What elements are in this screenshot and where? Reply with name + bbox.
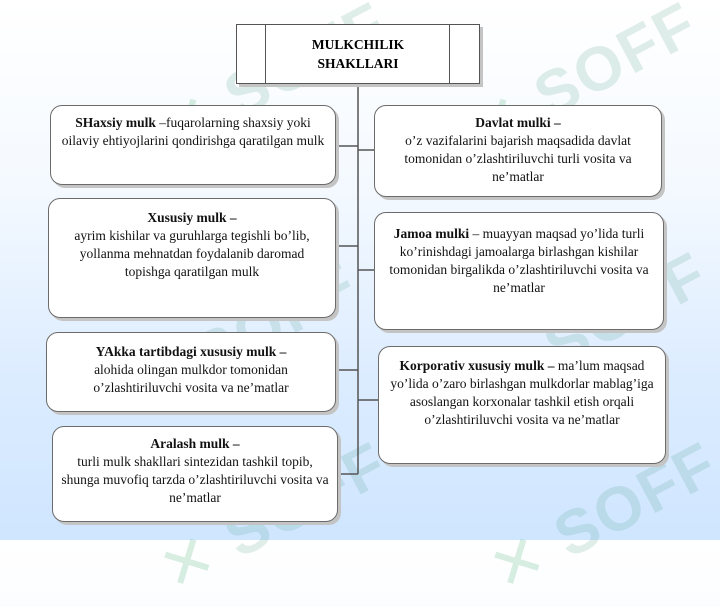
aralash-mulk-box: Aralash mulk – turli mulk shakllari sint… [52,426,338,522]
diagram-title: MULKCHILIK SHAKLLARI [311,37,405,71]
connector-lines [336,84,378,475]
box-separator: – [469,226,483,241]
korporativ-mulk-box: Korporativ xususiy mulk – ma’lum maqsad … [378,346,666,464]
davlat-mulki-box: Davlat mulki – o’z vazifalarini bajarish… [374,105,662,197]
box-description: o’z vazifalarini bajarish maqsadida davl… [404,133,632,184]
box-description: ayrim kishilar va guruhlarga tegishli bo… [74,228,310,279]
box-description: ma’lum maqsad yo’lida o’zaro birlashgan … [390,358,654,427]
xususiy-mulk-box: Xususiy mulk – ayrim kishilar va guruhla… [48,198,336,318]
box-description: fuqarolarning shaxsiy yoki oilaviy ehtiy… [61,115,325,148]
box-description: turli mulk shakllari sintezidan tashkil … [61,454,329,505]
box-term: Xususiy mulk – [147,210,237,225]
title-box-divider [265,25,266,83]
box-term: Aralash mulk – [150,436,240,451]
box-description: muayyan maqsad yo’lida turli ko’rinishda… [389,226,649,295]
box-separator: – [155,115,167,130]
shaxsiy-mulk-box: SHaxsiy mulk –fuqarolarning shaxsiy yoki… [50,105,336,185]
title-box-divider [449,25,450,83]
box-term: Jamoa mulki [393,226,470,241]
diagram-canvas: ✕ SOFF ✕ SOFF ✕ SOFF ✕ SOFF ✕ SOFF ✕ SOF… [46,0,720,606]
box-term: Davlat mulki – [475,115,561,130]
jamoa-mulki-box: Jamoa mulki – muayyan maqsad yo’lida tur… [374,212,664,330]
diagram-title-box: MULKCHILIK SHAKLLARI [236,24,480,84]
box-term: SHaxsiy mulk [75,115,156,130]
yakka-tartibdagi-mulk-box: YAkka tartibdagi xususiy mulk – alohida … [46,332,336,412]
box-term: YAkka tartibdagi xususiy mulk – [95,344,287,359]
box-description: alohida olingan mulkdor tomonidan o’zlas… [93,362,289,395]
box-term: Korporativ xususiy mulk – [399,358,555,373]
